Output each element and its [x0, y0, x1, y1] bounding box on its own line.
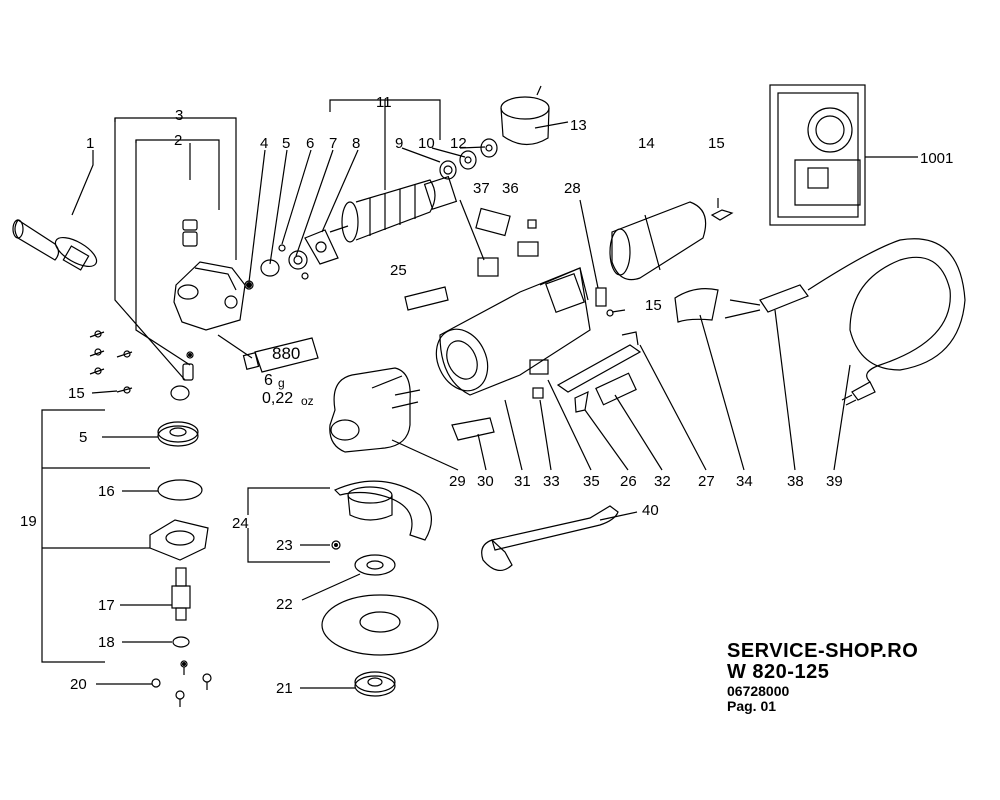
grease-weight-oz: 0,22 — [262, 390, 294, 407]
label-25: 25 — [390, 262, 407, 279]
inset-1001-box — [769, 84, 918, 226]
label-4: 4 — [260, 135, 269, 152]
part-17-spindle — [120, 567, 191, 621]
label-37: 37 — [473, 180, 490, 197]
part-25-label — [404, 286, 449, 311]
label-31: 31 — [514, 473, 531, 490]
label-13: 13 — [570, 117, 587, 134]
label-8: 8 — [352, 135, 361, 152]
part-2-bushing — [182, 219, 198, 247]
brand-site: SERVICE-SHOP.RO — [727, 640, 919, 662]
label-29: 29 — [449, 473, 466, 490]
label-22: 22 — [276, 596, 293, 613]
label-36: 36 — [502, 180, 519, 197]
part-19-flange — [149, 519, 209, 561]
label-26: 26 — [620, 473, 637, 490]
label-20: 20 — [70, 676, 87, 693]
part-15-screw-top — [710, 198, 734, 221]
part-5-nut — [102, 421, 199, 447]
grease-tube — [217, 334, 319, 373]
label-5-left: 5 — [79, 429, 88, 446]
part-22-flange — [301, 554, 396, 601]
label-21: 21 — [276, 680, 293, 697]
label-6: 6 — [306, 135, 315, 152]
label-15-top: 15 — [708, 135, 725, 152]
label-18: 18 — [98, 634, 115, 651]
label-27: 27 — [698, 473, 715, 490]
part-29-stator — [329, 367, 421, 453]
grease-unit-oz: oz — [301, 394, 314, 408]
leader-lines-top — [248, 99, 569, 283]
part-15-screw-mid — [606, 309, 626, 317]
grinding-disc — [321, 594, 439, 656]
grease-unit-g: g — [278, 376, 285, 390]
label-17: 17 — [98, 597, 115, 614]
label-40: 40 — [642, 502, 659, 519]
parts-26-35-small — [529, 331, 642, 413]
label-23: 23 — [276, 537, 293, 554]
brand-model: W 820-125 — [727, 661, 830, 683]
label-1001: 1001 — [920, 150, 954, 167]
part-34-foil — [674, 288, 719, 323]
label-5-top: 5 — [282, 135, 291, 152]
part-11-armature — [329, 175, 458, 243]
parts-36-37-switch-parts — [459, 199, 539, 277]
label-11: 11 — [376, 94, 392, 111]
label-24: 24 — [232, 515, 249, 532]
bracket-19 — [41, 409, 150, 663]
part-18-ring — [122, 636, 190, 648]
grease-weight-g: 6 — [264, 372, 273, 389]
brand-block: SERVICE-SHOP.RO W 820-125 06728000 Pag. … — [727, 641, 918, 713]
brand-page: Pag. 01 — [727, 698, 777, 714]
label-15-left: 15 — [68, 385, 85, 402]
part-21-nut — [300, 671, 396, 697]
label-34: 34 — [736, 473, 753, 490]
label-32: 32 — [654, 473, 671, 490]
label-9: 9 — [395, 135, 404, 152]
part-2-small-bits — [170, 351, 194, 401]
part-31-motor-housing — [435, 267, 591, 396]
label-30: 30 — [477, 473, 494, 490]
label-14: 14 — [638, 135, 655, 152]
part-1-side-handle — [12, 219, 98, 271]
label-3: 3 — [175, 107, 184, 124]
label-2: 2 — [174, 132, 183, 149]
label-39: 39 — [826, 473, 843, 490]
leader-lines-bottom — [391, 309, 851, 521]
part-20-screws — [96, 660, 212, 707]
label-16: 16 — [98, 483, 115, 500]
label-12: 12 — [450, 135, 467, 152]
part-23-screw — [300, 540, 341, 550]
label-28: 28 — [564, 180, 581, 197]
parts-9-10-12-bearings — [439, 138, 498, 180]
label-10: 10 — [418, 135, 435, 152]
label-15-mid: 15 — [645, 297, 662, 314]
label-19: 19 — [20, 513, 37, 530]
label-33: 33 — [543, 473, 560, 490]
grease-tube-code: 880 — [272, 344, 301, 363]
part-24-guard — [247, 480, 432, 563]
label-1: 1 — [86, 135, 95, 152]
label-7: 7 — [329, 135, 338, 152]
part-16-o-ring — [122, 479, 203, 501]
part-38-cable-sleeve — [724, 284, 809, 319]
parts-4-8-small — [244, 229, 339, 290]
label-38: 38 — [787, 473, 804, 490]
part-30-label — [451, 417, 495, 441]
part-14-rear-cover — [609, 201, 707, 281]
part-3-gear-housing — [173, 261, 246, 331]
brand-part-number: 06728000 — [727, 683, 790, 699]
part-15-screws-left — [89, 330, 133, 394]
label-35: 35 — [583, 473, 600, 490]
part-13-bearing-ring — [500, 85, 550, 146]
part-39-power-cord — [807, 238, 966, 406]
leader-lines-group-3 — [71, 117, 237, 381]
part-28-clip — [579, 199, 607, 307]
part-40-wrench — [481, 505, 619, 571]
